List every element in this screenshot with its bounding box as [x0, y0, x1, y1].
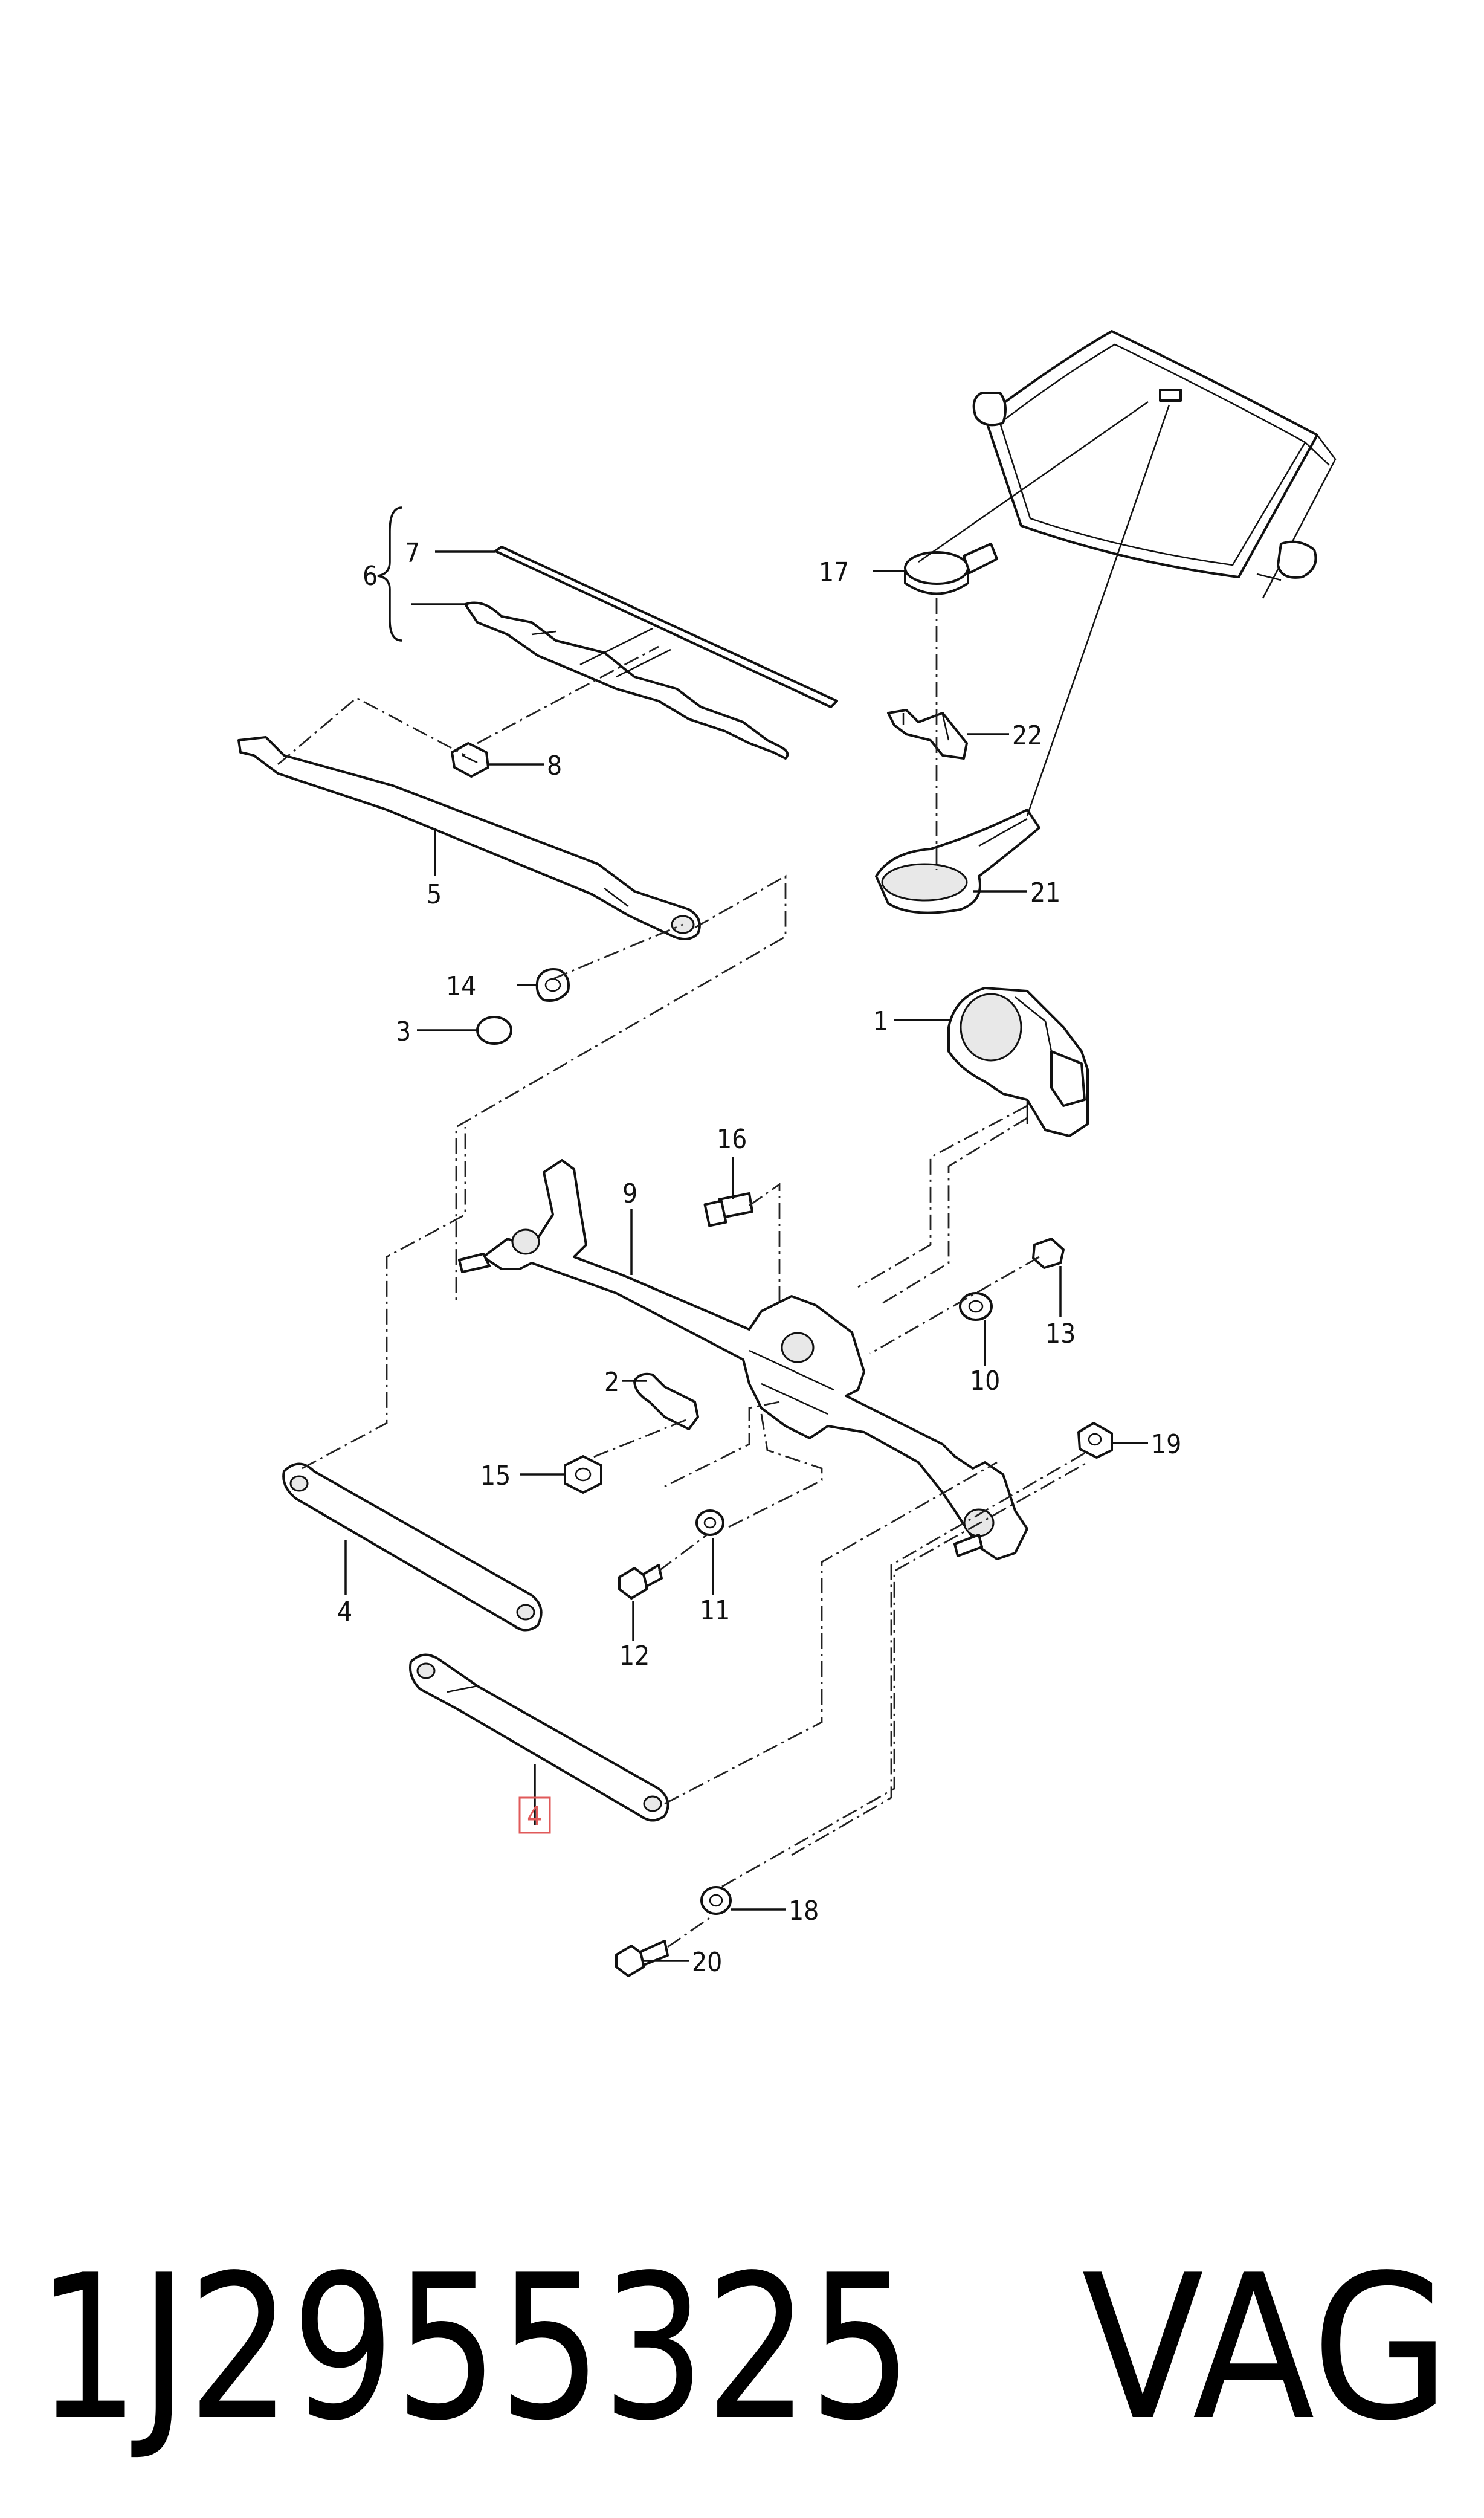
part-20-bolt	[615, 1940, 669, 1977]
callout-12: 12	[619, 1641, 650, 1671]
part-22-bracket	[887, 709, 968, 760]
callout-19: 19	[1151, 1429, 1181, 1460]
brand-name: VAG	[1082, 2232, 1450, 2464]
callout-9: 9	[622, 1178, 637, 1209]
callout-7: 7	[405, 538, 420, 569]
callout-20: 20	[692, 1947, 722, 1978]
callout-2: 2	[604, 1367, 619, 1398]
wiper-blade	[464, 546, 838, 760]
part-2-pin	[633, 1372, 699, 1430]
callout-labels: 1 2 3 4 4 5 6 7 8 9 10 11 12 13 14 15 16…	[337, 538, 1181, 1978]
part-17-washer-nozzle	[904, 401, 1149, 595]
part-3-cap	[476, 1016, 512, 1045]
part-15-nut	[564, 1455, 602, 1494]
callout-3: 3	[396, 1016, 411, 1047]
part-14-nut	[535, 968, 570, 1002]
callout-4-lower: 4	[527, 1801, 542, 1832]
callout-8: 8	[547, 751, 562, 781]
callout-21: 21	[1030, 877, 1060, 908]
part-16-bolt	[703, 1192, 753, 1227]
part-number: 1J2955325	[36, 2232, 912, 2464]
part-21-nozzle-housing	[875, 404, 1170, 914]
part-11-washer	[695, 1509, 724, 1536]
callout-18: 18	[789, 1896, 819, 1926]
windshield	[972, 330, 1337, 599]
callout-4-upper: 4	[337, 1596, 352, 1627]
part-9-linkage-frame	[458, 1159, 1028, 1560]
part-1-wiper-motor	[947, 987, 1089, 1137]
callout-6: 6	[363, 561, 378, 592]
callout-13: 13	[1045, 1319, 1076, 1349]
part-10-washer	[959, 1292, 993, 1321]
callout-11: 11	[700, 1595, 730, 1626]
part-4-link-rod-lower	[409, 1653, 669, 1822]
part-18-washer	[700, 1886, 732, 1915]
part-13-nut	[1032, 1238, 1065, 1269]
part-19-nut	[1077, 1422, 1113, 1459]
part-8-clip	[451, 742, 489, 778]
highlight-box	[518, 1796, 551, 1834]
callout-1: 1	[873, 1006, 888, 1037]
callout-17: 17	[819, 557, 849, 588]
callout-10: 10	[970, 1366, 1000, 1396]
callout-22: 22	[1012, 720, 1042, 751]
leader-lines	[344, 506, 1148, 1962]
callout-16: 16	[717, 1124, 747, 1155]
part-12-bolt	[618, 1564, 663, 1600]
callout-15: 15	[480, 1461, 511, 1491]
callout-5: 5	[427, 879, 442, 910]
callout-14: 14	[446, 971, 476, 1002]
